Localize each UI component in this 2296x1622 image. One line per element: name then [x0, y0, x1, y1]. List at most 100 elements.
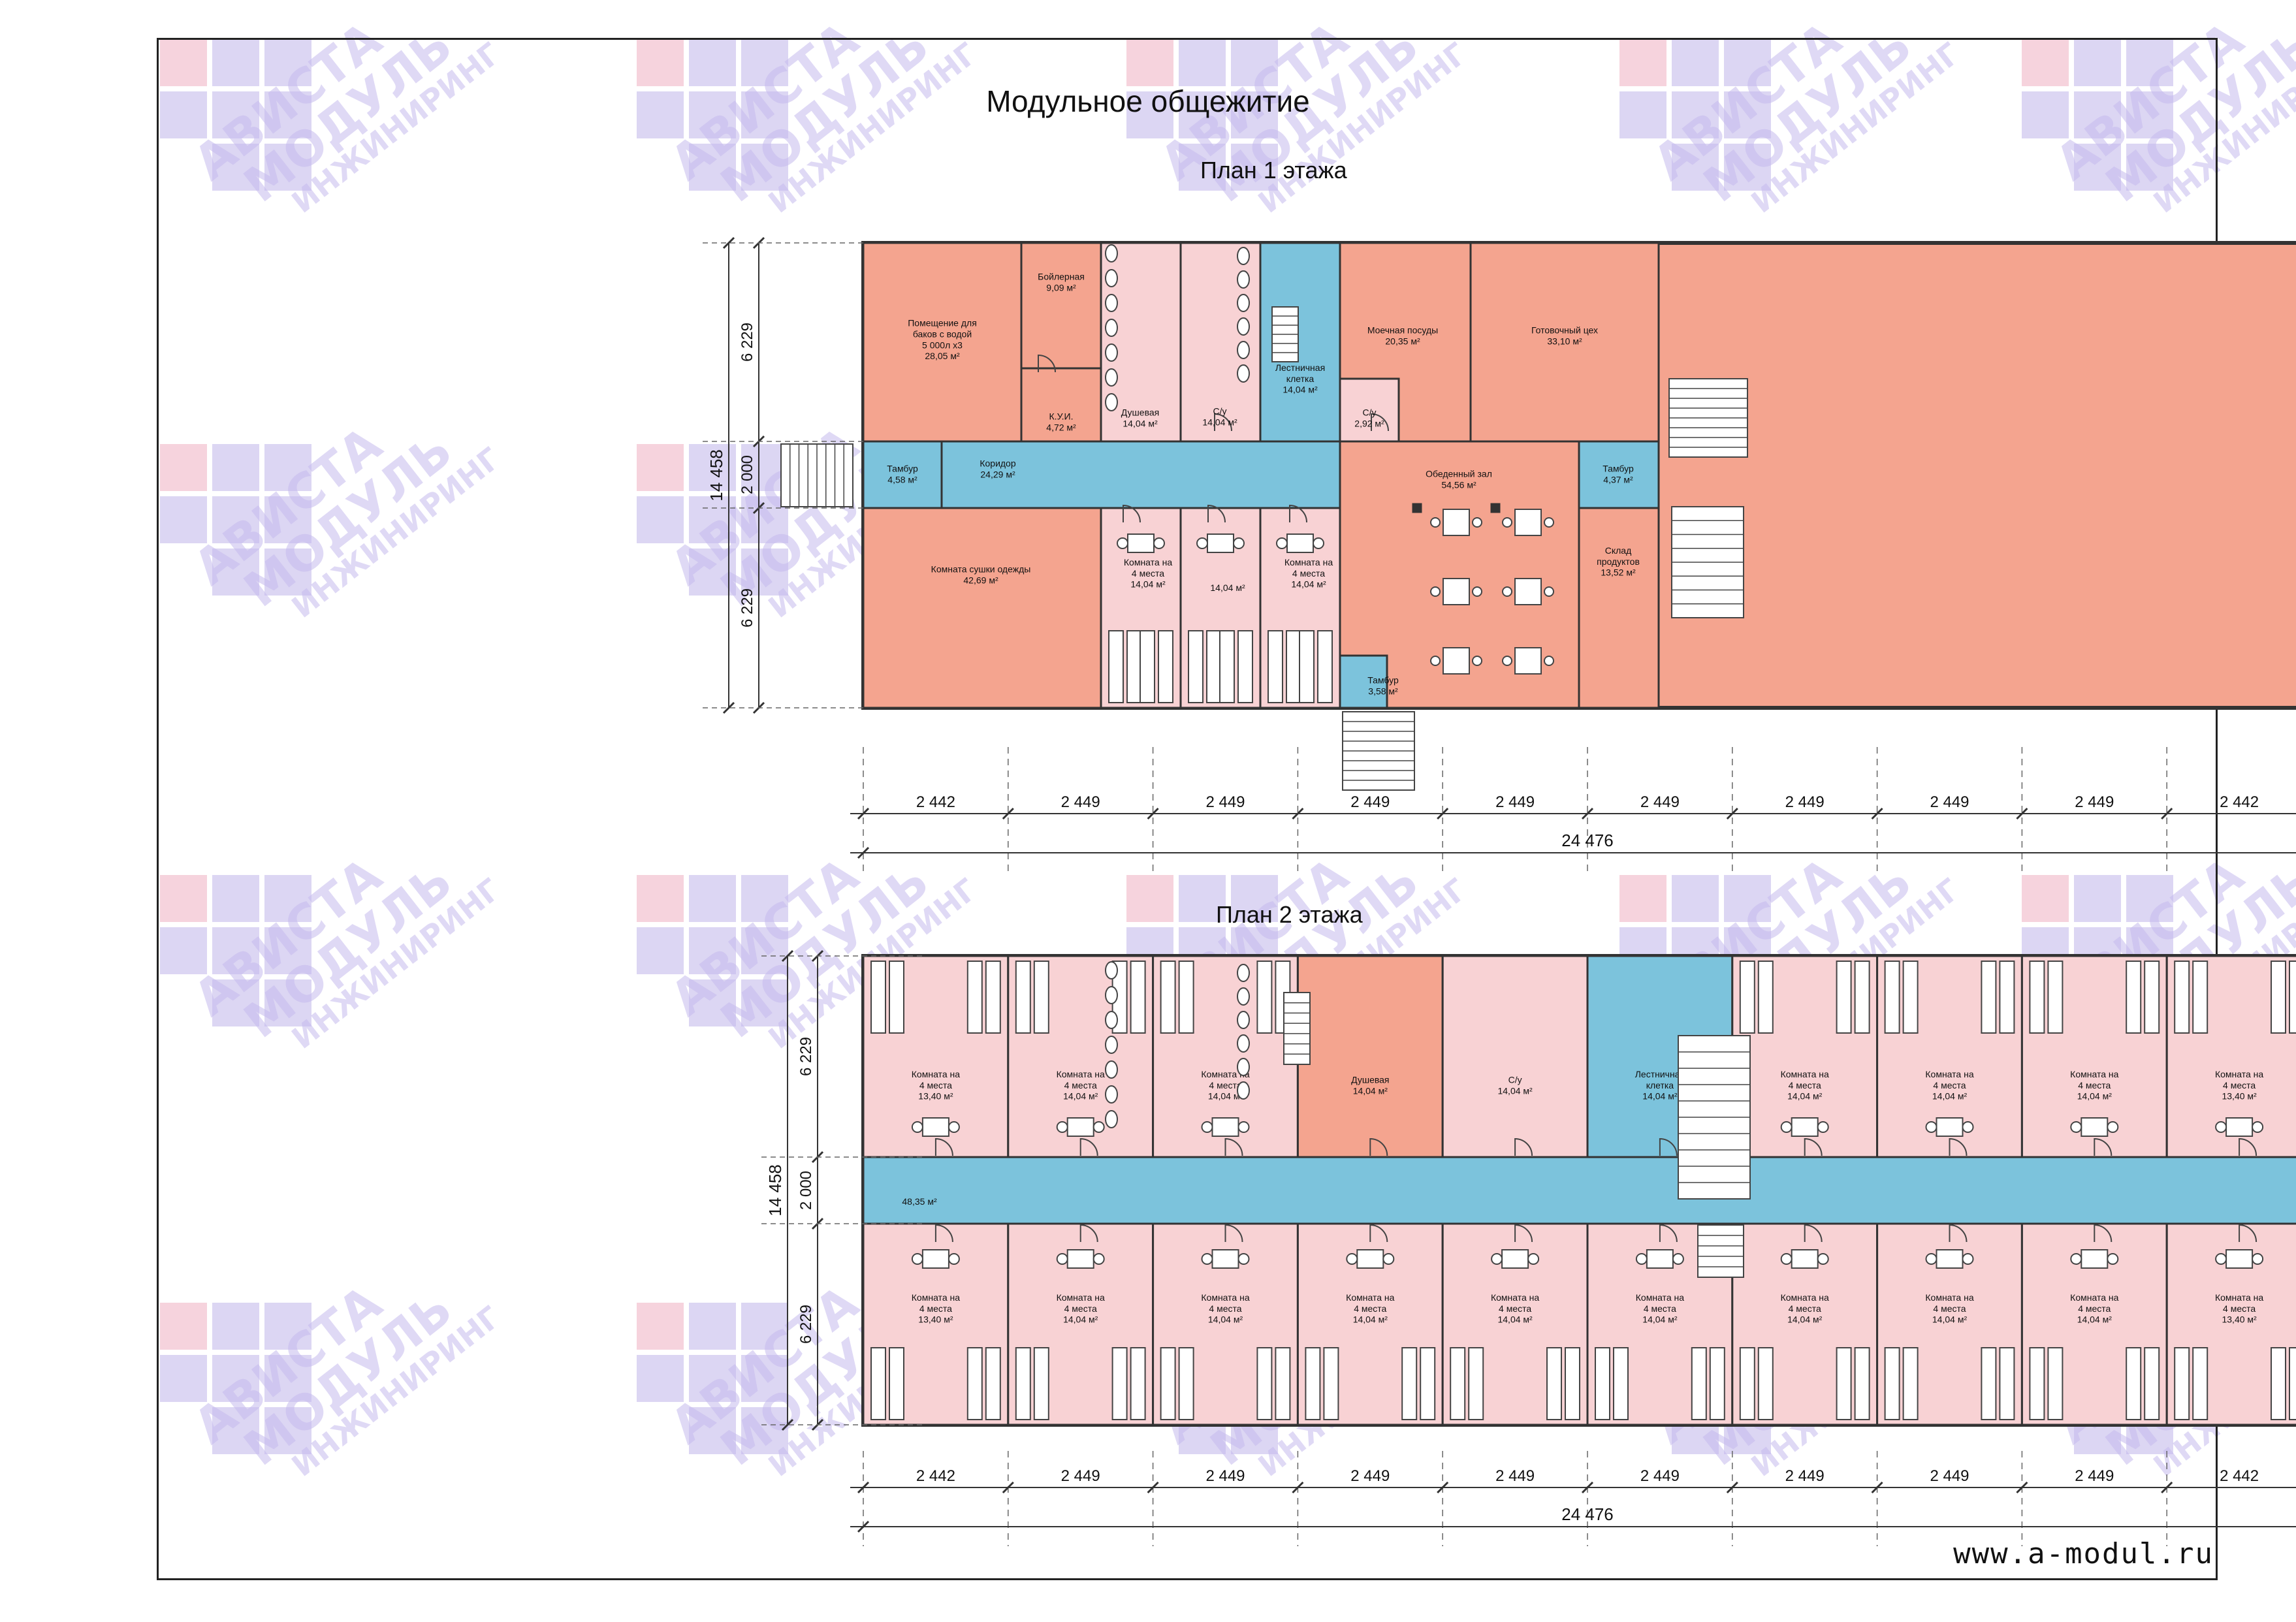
watermark-square: [1179, 144, 1226, 191]
module-dimension-label: 2 449: [1350, 1467, 1390, 1485]
watermark-square: [212, 1407, 259, 1454]
room-label-line: Помещение для: [908, 318, 977, 328]
room-label-line: Комната на: [1201, 1292, 1249, 1303]
chair: [2252, 1121, 2264, 1133]
dining-table: [1514, 578, 1542, 605]
room-label-line: 4 места: [1789, 1080, 1821, 1090]
door-swing: [934, 1137, 953, 1156]
dining-chair: [1472, 656, 1482, 666]
chair: [1117, 537, 1128, 549]
room-label-line: Комната сушки одежды: [931, 564, 1031, 575]
watermark-square: [689, 927, 736, 974]
room-label-line: 13,52 м²: [1601, 567, 1636, 578]
side-dimension-label: 6 229: [739, 588, 756, 628]
room-label-line: Комната на: [1057, 1069, 1105, 1079]
table: [1127, 533, 1155, 553]
watermark-square: [741, 1303, 788, 1350]
bunk-bed: [1999, 1347, 2015, 1420]
website-url[interactable]: www.a-modul.ru: [1953, 1537, 2214, 1570]
chair: [1196, 537, 1208, 549]
watermark-square: [1672, 875, 1719, 922]
watermark-square: [212, 549, 259, 596]
watermark-square: [741, 549, 788, 596]
chair: [1346, 1253, 1358, 1265]
watermark-square: [689, 875, 736, 922]
bunk-bed: [889, 1347, 904, 1420]
bunk-bed: [2047, 961, 2064, 1034]
total-height-label: 14 458: [765, 1164, 785, 1216]
toilet-fixture: [1237, 1034, 1250, 1053]
dimension-tick: [1002, 807, 1014, 820]
table: [1791, 1117, 1819, 1137]
room-label-line: Комната на: [1636, 1292, 1684, 1303]
door-swing: [1369, 1137, 1388, 1156]
watermark-square: [637, 496, 684, 543]
bunk-bed: [1546, 1347, 1562, 1420]
bunk-bed: [1691, 1347, 1707, 1420]
bunk-bed: [1981, 1347, 1997, 1420]
chair: [2107, 1121, 2119, 1133]
watermark-square: [1126, 875, 1173, 922]
door-swing: [1079, 1224, 1098, 1243]
bunk-bed: [1739, 1347, 1755, 1420]
dimension-tick: [1002, 1481, 1014, 1494]
dimension-tick: [781, 1418, 794, 1431]
room-label-line: Тамбур: [1367, 675, 1399, 686]
watermark-square: [1619, 39, 1666, 86]
table: [2081, 1117, 2109, 1137]
room-label-line: 13,40 м²: [918, 1314, 953, 1325]
room-label-line: 4 места: [1292, 568, 1325, 579]
bunk-bed: [1286, 630, 1301, 703]
chair: [948, 1253, 960, 1265]
bunk-bed: [1178, 1347, 1194, 1420]
room-label-line: 14,04 м²: [1497, 1314, 1533, 1325]
room-label-line: 4,72 м²: [1046, 422, 1076, 432]
corridor-area-label-line: 48,35 м²: [902, 1196, 937, 1207]
module-dimension-label: 2 442: [2220, 1467, 2259, 1485]
dining-chair: [1502, 586, 1512, 597]
toilet-fixture: [1237, 1011, 1250, 1029]
module-dimension-label: 2 449: [2075, 793, 2114, 811]
dining-chair: [1472, 517, 1482, 528]
toilet-fixture: [1105, 986, 1118, 1004]
module-dimension-label: 2 442: [916, 793, 955, 811]
corridor-area-label: 48,35 м²: [902, 1196, 937, 1207]
room-label-line: 14,04 м²: [1932, 1091, 1968, 1102]
room-label-line: 14,04 м²: [1353, 1314, 1388, 1325]
toilet-fixture: [1237, 317, 1250, 336]
bunk-bed: [1595, 1347, 1610, 1420]
table: [1936, 1249, 1964, 1269]
chair: [948, 1121, 960, 1133]
watermark-square: [212, 927, 259, 974]
room-label-line: 54,56 м²: [1441, 479, 1476, 490]
table: [2225, 1249, 2254, 1269]
dimension-tick: [1147, 1481, 1159, 1494]
room-label-line: Комната на: [2070, 1292, 2118, 1303]
bunk-bed: [870, 1347, 886, 1420]
door-swing: [1224, 1137, 1243, 1156]
bunk-bed: [2289, 961, 2296, 1034]
watermark-square: [2022, 875, 2069, 922]
door-swing: [1123, 504, 1141, 523]
module-dimension-label: 2 442: [916, 1467, 955, 1485]
dimension-tick: [1147, 807, 1159, 820]
dimension-tick: [2161, 807, 2173, 820]
room-label-line: 13,40 м²: [2222, 1091, 2257, 1102]
dimension-tick: [1871, 807, 1883, 820]
room-label-line: 2,92 м²: [1354, 418, 1384, 428]
bunk-bed: [870, 961, 886, 1034]
watermark-square: [160, 1355, 207, 1402]
bunk-bed: [1219, 630, 1235, 703]
bunk-bed: [1130, 1347, 1146, 1420]
watermark-square: [1724, 875, 1771, 922]
chair: [911, 1253, 923, 1265]
watermark-square: [1672, 91, 1719, 138]
chair: [2215, 1121, 2227, 1133]
